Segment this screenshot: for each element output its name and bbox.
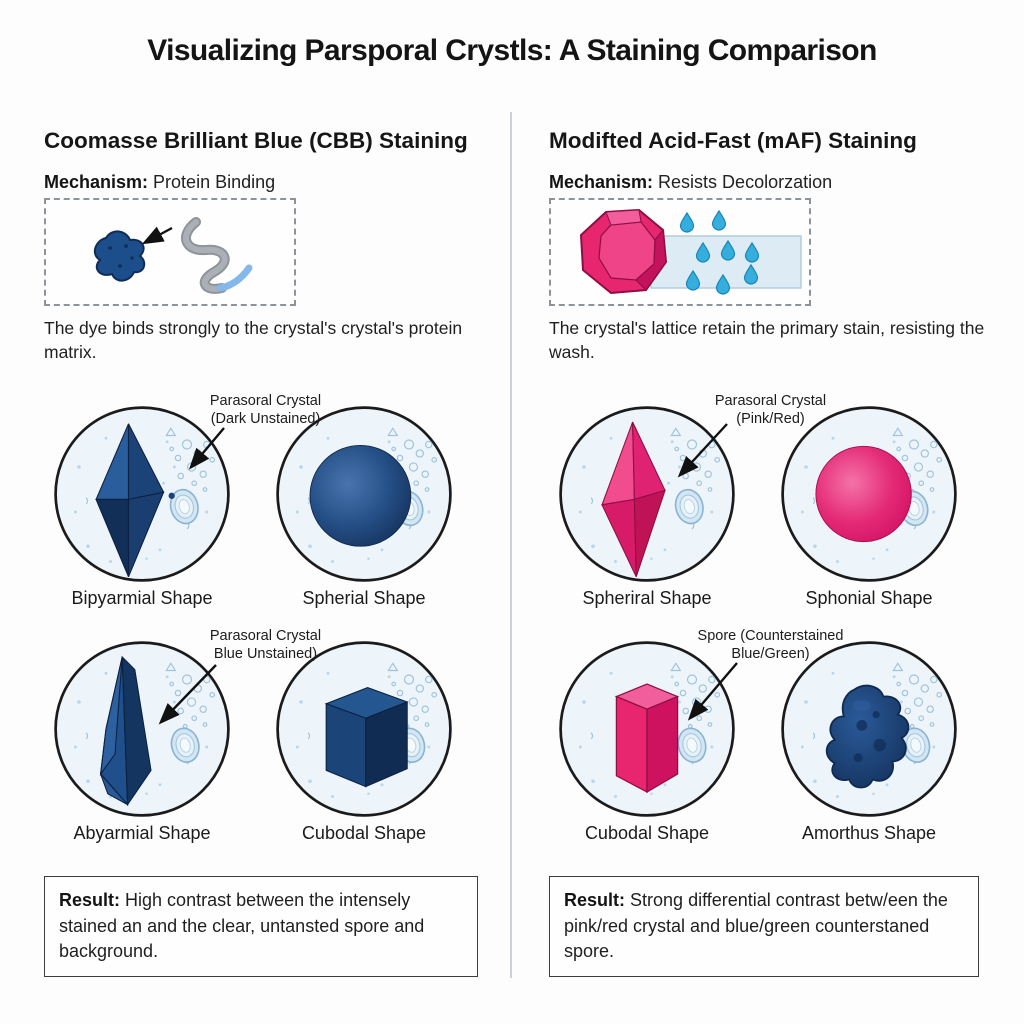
cbb-row-1: Parasoral Crystal (Dark Unstained) — [40, 388, 488, 623]
microscope-view-pink-cuboid — [557, 639, 737, 819]
cbb-row-2: Parasoral Crystal Blue Unstained) — [40, 623, 488, 858]
microscope-view-amorphous-blob — [779, 639, 959, 819]
microscope-view-bipyramid — [52, 404, 232, 584]
dye-molecule-icon — [93, 230, 146, 282]
shape-caption: Cubodal Shape — [584, 823, 710, 843]
maf-row2-annotation: Spore (Counterstained Blue/Green) — [663, 627, 878, 663]
annotation-line: Parasoral Crystal — [714, 393, 827, 409]
bipyramid-crystal-icon — [95, 423, 165, 578]
annotation-line: Blue Unstained) — [213, 646, 318, 663]
cbb-result-box: Result: High contrast between the intens… — [44, 876, 478, 977]
annotation-line: (Dark Unstained) — [210, 411, 321, 428]
pink-cuboid-crystal-icon — [614, 683, 680, 794]
shape-caption: Spherial Shape — [302, 588, 426, 608]
shape-caption: Spheriral Shape — [582, 588, 712, 608]
cbb-row2-annotation: Parasoral Crystal Blue Unstained) — [158, 627, 373, 663]
annotation-line: Parasoral Crystal — [209, 393, 322, 409]
maf-mechanism-figure — [549, 198, 811, 306]
page-title: Visualizing Parsporal Crystls: A Stainin… — [147, 34, 877, 67]
binding-arrow-icon — [141, 226, 173, 245]
amorphous-blob-icon — [825, 684, 910, 789]
microscope-view-obelisk — [52, 639, 232, 819]
pink-sphere-crystal-icon — [815, 445, 912, 543]
cbb-mechanism-figure — [44, 198, 296, 306]
maf-mechanism: Mechanism: Resists Decolorzation — [549, 172, 832, 193]
pink-gem-icon — [579, 208, 668, 295]
pink-bipyramid-crystal-icon — [601, 421, 666, 578]
annotation-line: Blue/Green) — [731, 646, 810, 663]
cbb-description: The dye binds strongly to the crystal's … — [44, 318, 463, 363]
maf-description: The crystal's lattice retain the primary… — [549, 318, 985, 363]
maf-mechanism-value: Resists Decolorzation — [658, 172, 833, 192]
microscope-view-pink-sphere — [779, 404, 959, 584]
shape-caption: Bipyarmial Shape — [71, 588, 213, 608]
decolorization-resistance-illustration-icon — [579, 208, 802, 295]
maf-result-text: Strong differential contrast betw/een th… — [564, 890, 948, 962]
shape-caption: Sphonial Shape — [805, 588, 933, 608]
cuboid-crystal-icon — [324, 687, 409, 788]
maf-heading: Modifted Acid-Fast (mAF) Staining — [549, 128, 917, 153]
maf-result-label: Result: — [564, 890, 626, 910]
shape-caption: Amorthus Shape — [801, 823, 937, 843]
cbb-mechanism-value: Protein Binding — [153, 172, 276, 192]
shape-caption: Abyarmial Shape — [73, 823, 211, 843]
cbb-mechanism-label: Mechanism: — [44, 172, 149, 192]
cbb-row1-annotation: Parasoral Crystal (Dark Unstained) — [158, 392, 373, 428]
protein-binding-illustration-icon — [93, 217, 253, 294]
annotation-line: (Pink/Red) — [736, 411, 805, 428]
shape-caption: Cubodal Shape — [301, 823, 427, 843]
microscope-view-cuboid — [274, 639, 454, 819]
cbb-heading: Coomasse Brilliant Blue (CBB) Staining — [44, 128, 468, 153]
maf-row-1: Parasoral Crystal (Pink/Red) — [545, 388, 993, 623]
obelisk-crystal-icon — [99, 655, 152, 807]
maf-result-box: Result: Strong differential contrast bet… — [549, 876, 979, 977]
maf-mechanism-label: Mechanism: — [549, 172, 654, 192]
maf-row-2: Spore (Counterstained Blue/Green) — [545, 623, 993, 858]
cbb-result-text: High contrast between the intensely stai… — [59, 890, 425, 962]
microscope-view-pink-bipyramid — [557, 404, 737, 584]
annotation-line: Spore (Counterstained — [697, 628, 844, 644]
cbb-result-label: Result: — [59, 890, 121, 910]
microscope-view-sphere — [274, 404, 454, 584]
annotation-line: Parasoral Crystal — [209, 628, 322, 644]
sphere-crystal-icon — [309, 444, 412, 547]
cbb-mechanism: Mechanism: Protein Binding — [44, 172, 275, 193]
maf-row1-annotation: Parasoral Crystal (Pink/Red) — [663, 392, 878, 428]
column-divider — [510, 112, 512, 978]
